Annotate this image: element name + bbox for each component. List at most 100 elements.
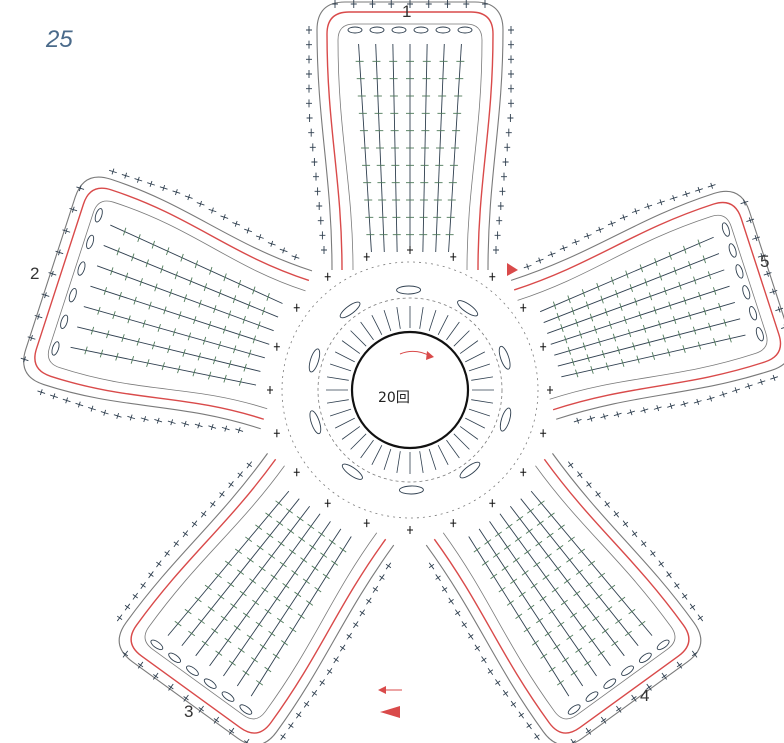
chain-loop (435, 26, 451, 34)
tip-cross (69, 206, 78, 213)
stitch-crossbar (657, 320, 662, 329)
center-stitch (329, 408, 352, 417)
center-chain-loop (498, 345, 511, 370)
edge-cross (682, 191, 691, 198)
join-marker-icon (273, 429, 280, 438)
petal-label-5: 5 (760, 252, 770, 271)
edge-cross (191, 520, 198, 528)
edge-cross (309, 143, 316, 152)
stitch-crossbar (570, 612, 578, 618)
center-stitch (471, 399, 494, 404)
edge-cross (385, 562, 392, 570)
stitch-crossbar (237, 647, 245, 653)
chain-loop (347, 26, 363, 34)
edge-cross (695, 186, 703, 193)
stitch-crossbar (307, 523, 315, 530)
stitch-crossbar (638, 620, 646, 627)
stitch-crossbar (629, 284, 633, 292)
stitch-crossbar (228, 360, 232, 368)
edge-cross (124, 603, 131, 611)
stitch-crossbar (506, 600, 514, 606)
stitch-crossbar (662, 334, 666, 343)
stitch-crossbar (194, 596, 202, 603)
stitch-crossbar (556, 544, 564, 551)
join-marker-icon (540, 342, 547, 351)
stitch-crossbar (306, 600, 314, 606)
tip-cross (213, 716, 220, 724)
center-chain-loop (339, 301, 361, 319)
stitch-crossbar (198, 299, 202, 308)
petal-4 (425, 453, 704, 743)
tip-cross (388, 0, 395, 8)
edge-cross (666, 571, 672, 579)
stitch-crossbar (601, 350, 606, 359)
stitch-crossbar (556, 312, 560, 321)
edge-cross (508, 99, 514, 108)
stitch-crossbar (604, 308, 608, 317)
edge-cross (641, 540, 647, 548)
stitch-crossbar (130, 355, 135, 364)
edge-cross (167, 419, 176, 426)
stitch-crossbar (209, 266, 213, 275)
edge-cross (732, 387, 740, 394)
round-2-guide (317, 297, 503, 483)
stitch-crossbar (605, 606, 613, 612)
edge-cross (306, 84, 312, 93)
edge-cross (321, 246, 327, 254)
stitch-crossbar (552, 301, 557, 310)
edge-cross (435, 574, 441, 582)
stitch-crossbar (180, 253, 184, 262)
stitch-crossbar (139, 278, 143, 286)
edge-cross (508, 84, 514, 93)
chain-loop (742, 285, 751, 300)
stitch-crossbar (232, 295, 237, 304)
stitch-crossbar (133, 296, 137, 305)
edge-cross (656, 199, 665, 206)
stitch-crossbar (516, 515, 524, 522)
edge-cross (508, 26, 514, 34)
stitch-crossbar (658, 272, 663, 281)
stitch-crossbar (615, 618, 623, 624)
center-stitch (459, 340, 479, 354)
stitch-crossbar (624, 630, 632, 637)
stitch-crossbar (106, 330, 110, 339)
stitch-crossbar (563, 578, 571, 584)
edge-cross (200, 510, 207, 518)
join-marker-icon (450, 252, 457, 261)
chain-loop (621, 665, 634, 676)
edge-cross (319, 231, 326, 240)
edge-cross (707, 182, 716, 189)
edge-cross (607, 220, 616, 227)
edge-cross (306, 99, 312, 108)
stitch-crossbar (567, 295, 571, 304)
stitch-crossbar (172, 328, 176, 337)
edge-cross (164, 549, 170, 557)
tip-cross (332, 0, 338, 8)
stitch-crossbar (314, 586, 322, 593)
chain-loop (735, 264, 744, 279)
stitch-crossbar (567, 536, 575, 543)
center-stitch (446, 439, 460, 459)
stitch-crossbar (189, 277, 193, 286)
stitch-crossbar (556, 680, 564, 686)
edge-cross (244, 227, 252, 234)
edge-cross (317, 216, 324, 225)
join-marker-icon (520, 468, 527, 477)
edge-cross (508, 70, 514, 78)
stitch-crossbar (252, 335, 257, 344)
edge-cross (308, 128, 315, 137)
stitch-crossbar (566, 634, 574, 641)
join-marker-icon (324, 499, 331, 508)
stitch-crossbar (578, 548, 586, 555)
stitch-crossbar (654, 258, 658, 267)
stitch-crossbar (188, 630, 196, 637)
stitch-crossbar (182, 348, 186, 357)
tip-cross (763, 270, 772, 277)
tip-cross (757, 252, 766, 259)
join-marker-icon (407, 246, 413, 254)
stitch-crossbar (287, 528, 295, 534)
petal-label-2: 2 (30, 264, 40, 283)
figure-number: 25 (46, 26, 73, 53)
stitch-crossbar (161, 362, 165, 371)
stitch-crossbar (571, 307, 575, 315)
